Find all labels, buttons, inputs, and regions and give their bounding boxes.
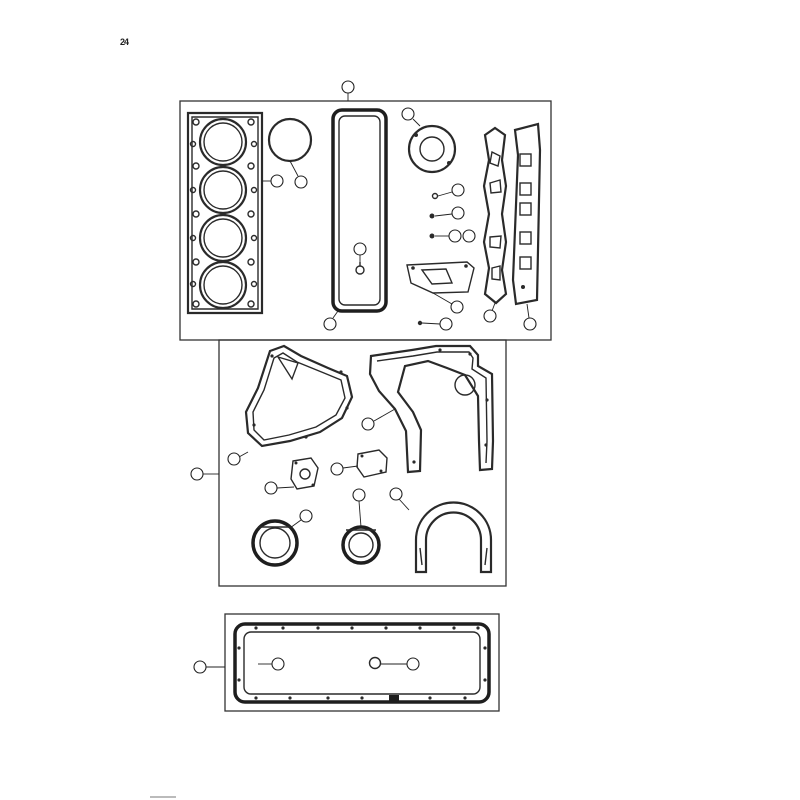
- upper-gasket-panel: [179, 100, 552, 341]
- intake-manifold-gasket: [511, 122, 542, 306]
- page-number: 24: [120, 37, 129, 47]
- small-washer-bottom: [417, 320, 423, 326]
- rear-oil-seal: [341, 525, 381, 565]
- exhaust-manifold-gasket: [482, 126, 508, 305]
- timing-cover-panel: [218, 339, 507, 587]
- lower-panel-frame: [224, 613, 500, 712]
- small-washers: [429, 192, 439, 239]
- thermostat-gasket: [407, 124, 457, 174]
- middle-panel-frame: [218, 339, 507, 587]
- front-oil-seal: [251, 519, 299, 567]
- small-square-gasket: [290, 457, 319, 490]
- rear-plate-gasket: [368, 344, 495, 474]
- oil-pan-panel: [224, 613, 500, 712]
- footer-mark: [150, 796, 176, 798]
- round-gasket: [267, 117, 313, 163]
- middle-panel-callouts: [190, 408, 410, 529]
- diamond-gasket: [356, 449, 388, 478]
- rear-main-seal: [414, 501, 493, 574]
- oil-pan-gasket: [233, 622, 491, 704]
- cylinder-head-gasket: [186, 111, 264, 315]
- timing-cover-gasket: [244, 344, 354, 448]
- lower-panel-callouts: [193, 657, 420, 674]
- rocker-cover-gasket: [331, 108, 388, 313]
- upper-panel-callouts: [262, 80, 537, 331]
- water-outlet-gasket: [406, 261, 475, 294]
